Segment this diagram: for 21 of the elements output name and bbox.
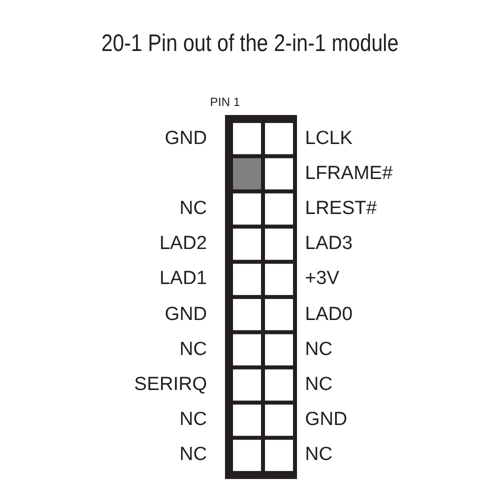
pin-name: GND [305, 409, 348, 432]
pin-marker-label: PIN 1 [208, 95, 241, 109]
pin-name: NC [305, 374, 332, 396]
pin-name: LREST# [305, 198, 377, 220]
pin-name: SERIRQ [134, 374, 207, 396]
pin-name: NC [180, 444, 207, 466]
pin-name: LAD1 [159, 268, 207, 290]
pin-name: LCLK [305, 128, 353, 150]
pin-name: LAD2 [159, 233, 207, 256]
pin-name: NC [180, 338, 207, 361]
pin-name: LFRAME# [305, 162, 393, 185]
pin-name: +3V [305, 268, 340, 290]
pin-name: NC [305, 338, 332, 361]
pin-name: NC [180, 198, 207, 220]
pin-name: LAD0 [305, 304, 353, 326]
pin-name: GND [164, 128, 207, 150]
diagram-title: 20-1 Pin out of the 2-in-1 module [100, 30, 400, 58]
pin-name: NC [180, 409, 207, 432]
pin-name: LAD3 [305, 233, 353, 256]
pin-name: GND [164, 304, 207, 326]
pin-name: NC [305, 444, 332, 466]
